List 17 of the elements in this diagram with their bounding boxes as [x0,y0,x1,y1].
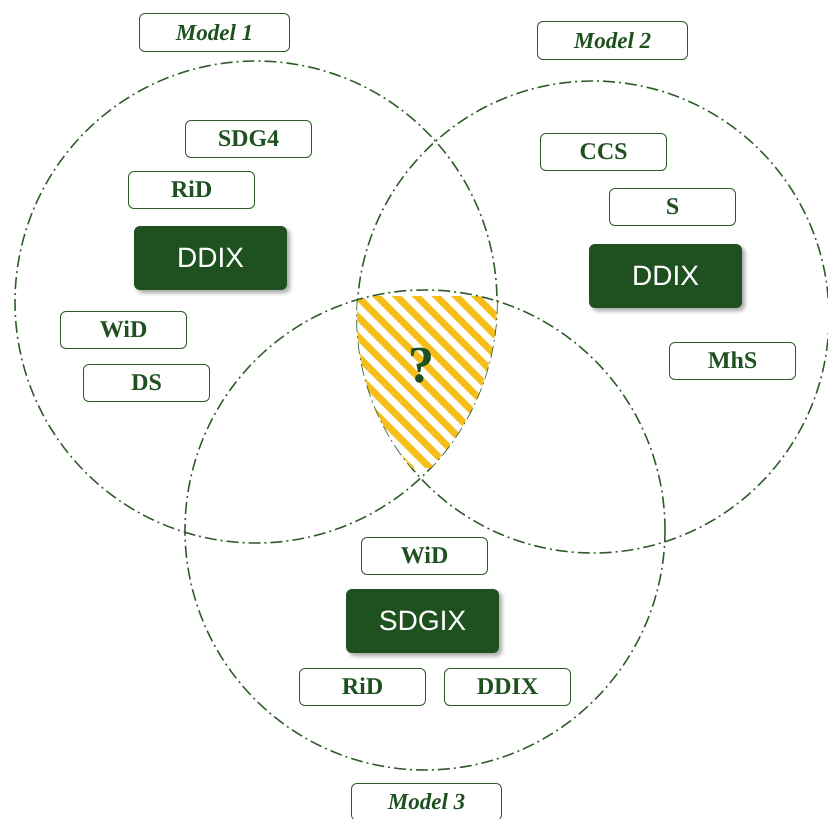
index-box: DDIX [134,226,287,290]
indicator-label: WiD [361,537,488,575]
indicator-label: S [609,188,736,226]
index-box: SDGIX [346,589,499,653]
model-label: Model 2 [537,21,688,60]
model-label: Model 3 [351,783,502,819]
indicator-label: RiD [299,668,426,706]
indicator-label: CCS [540,133,667,171]
indicator-label: SDG4 [185,120,312,158]
indicator-label: WiD [60,311,187,349]
indicator-label: DS [83,364,210,402]
indicator-label: RiD [128,171,255,209]
model-label: Model 1 [139,13,290,52]
question-mark: ? [408,340,434,392]
indicator-label: MhS [669,342,796,380]
index-box: DDIX [589,244,742,308]
indicator-label: DDIX [444,668,571,706]
